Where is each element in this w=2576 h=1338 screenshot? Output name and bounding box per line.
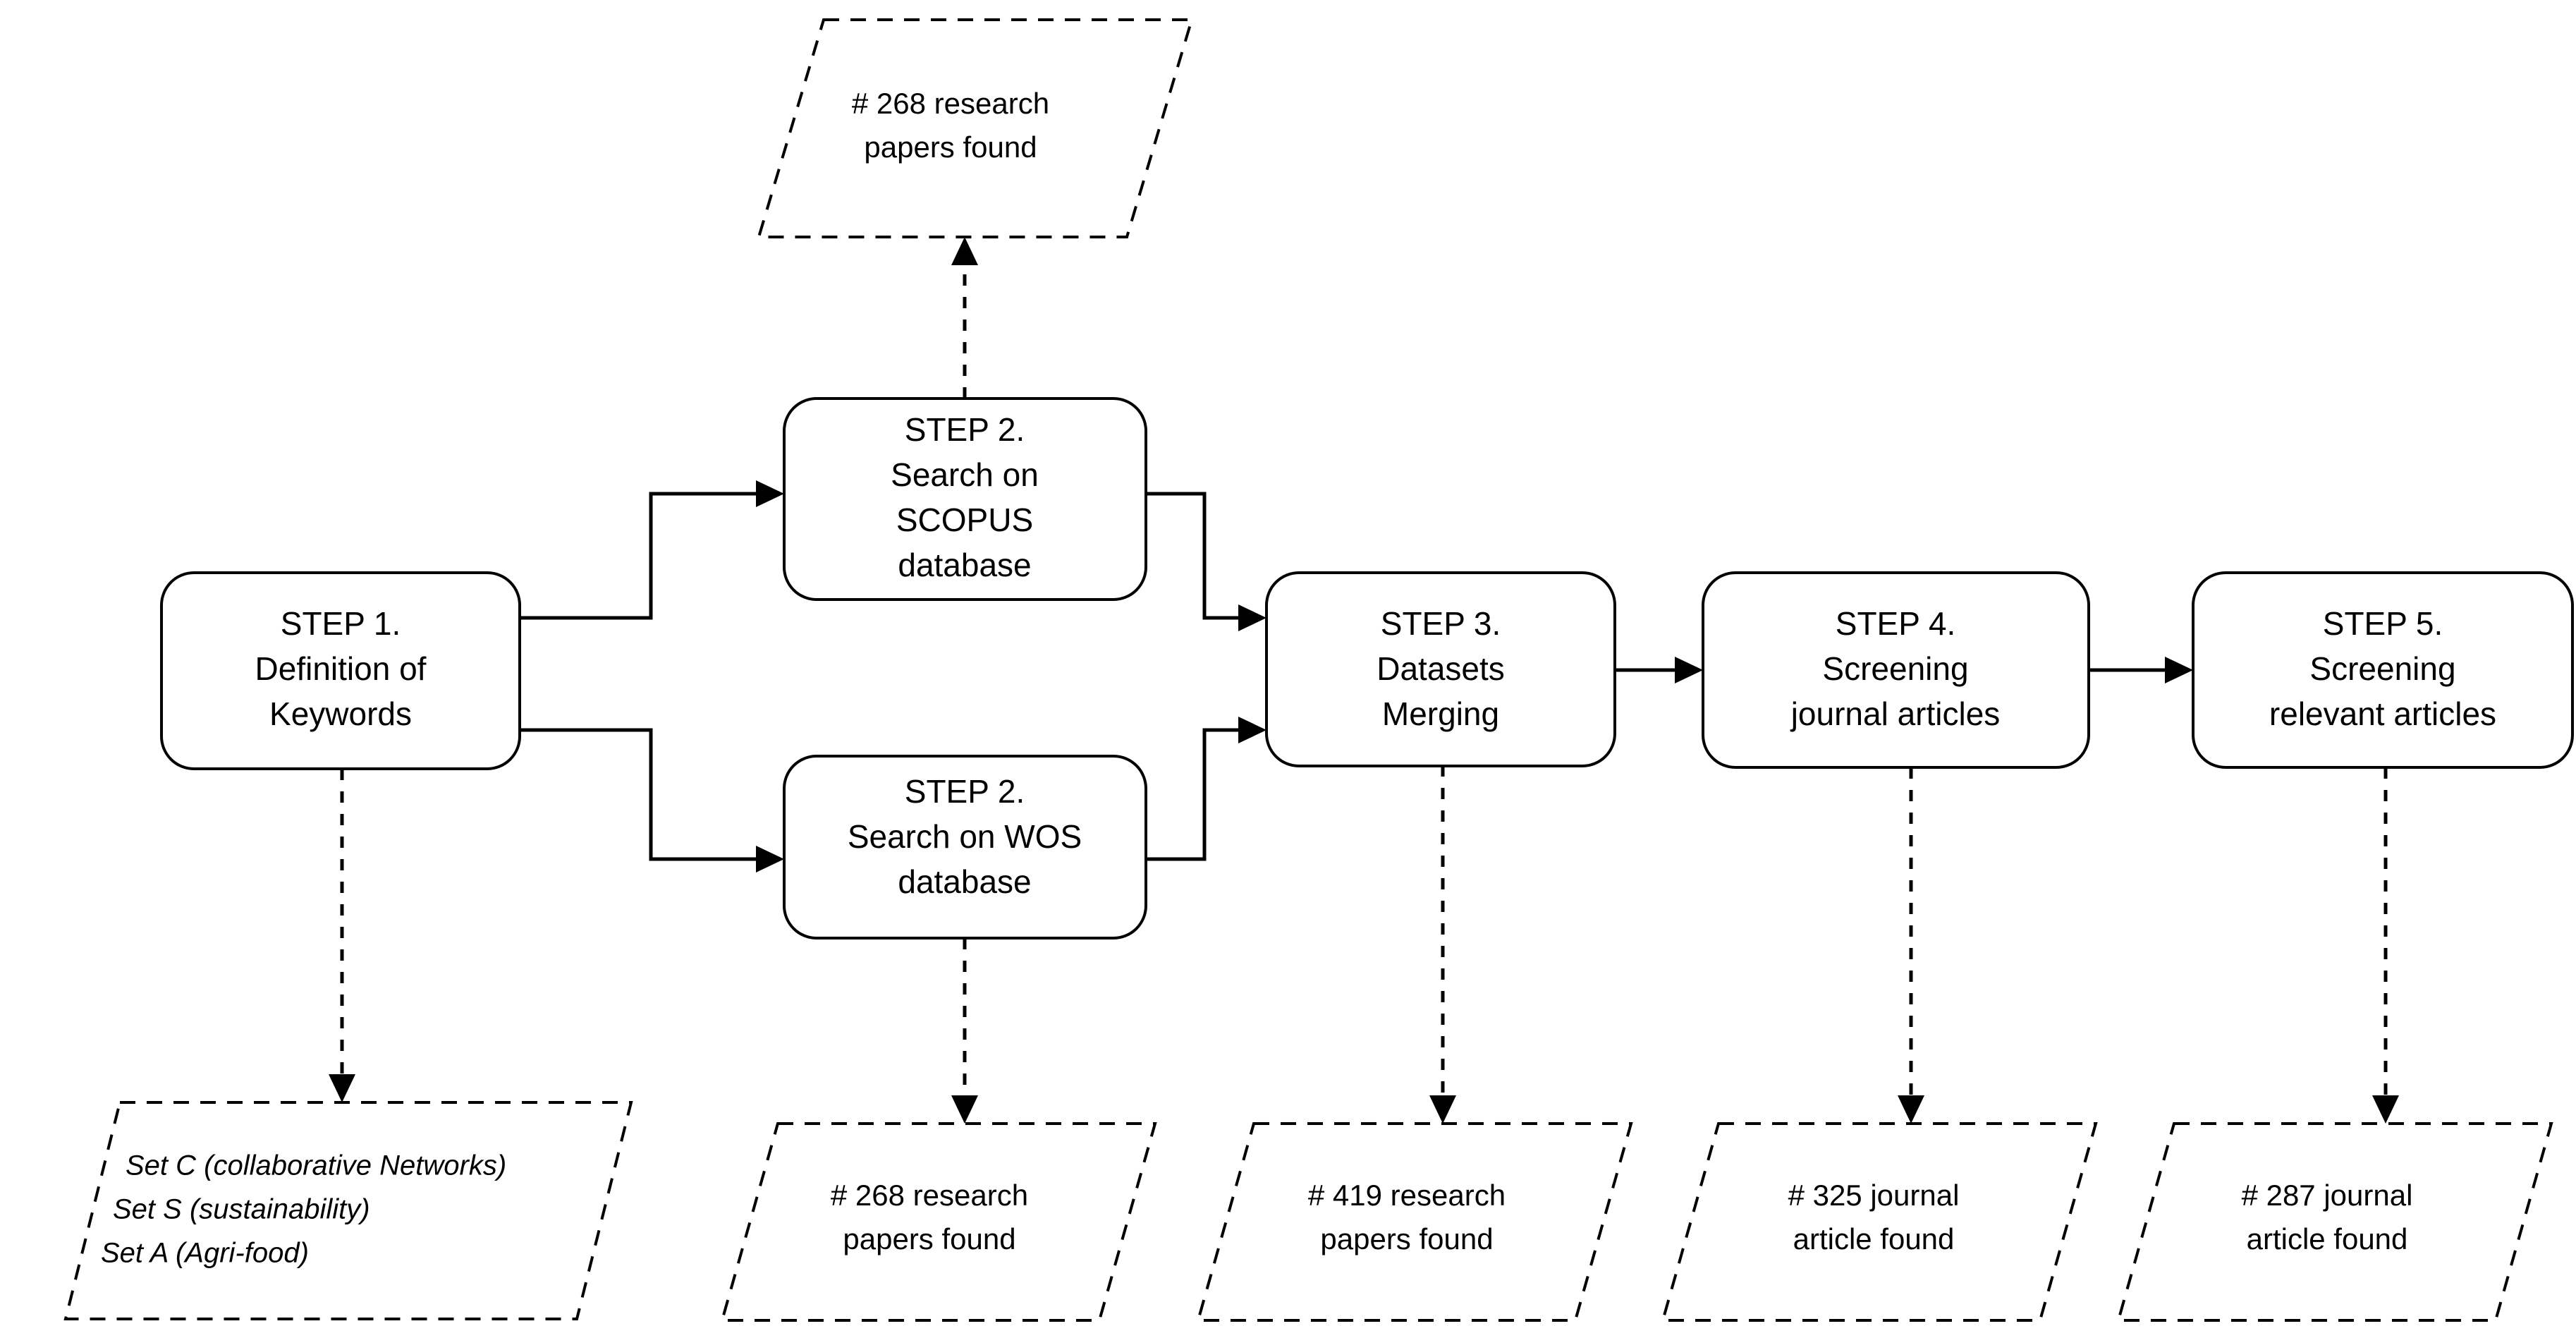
step2-scopus-line: database xyxy=(898,547,1031,583)
step2-scopus-line: Search on xyxy=(891,456,1039,493)
step2-wos-line: Search on WOS xyxy=(848,818,1082,855)
step2-scopus-line: SCOPUS xyxy=(896,501,1033,538)
data-node-scopus-output-top[interactable]: # 268 research papers found xyxy=(757,18,1194,238)
step1-line: Definition of xyxy=(255,650,427,687)
data-node-line: # 419 research xyxy=(1308,1179,1506,1212)
connector-step1-to-sets xyxy=(329,769,355,1102)
connector-wos-to-output xyxy=(951,938,978,1124)
process-step3[interactable]: STEP 3. Datasets Merging xyxy=(1265,571,1616,767)
step2-wos-line: database xyxy=(898,863,1031,900)
step4-line: journal articles xyxy=(1790,695,2001,732)
step1-line: Keywords xyxy=(269,695,412,732)
data-node-line: article found xyxy=(2247,1222,2408,1255)
step5-line: Screening xyxy=(2309,650,2455,687)
connector-step5-to-output xyxy=(2372,767,2399,1124)
step1-line: STEP 1. xyxy=(281,605,401,642)
process-step2-wos[interactable]: STEP 2. Search on WOS database xyxy=(783,755,1147,939)
step5-line: STEP 5. xyxy=(2323,605,2443,642)
data-node-line: # 325 journal xyxy=(1788,1179,1960,1212)
connector-step1-to-scopus xyxy=(520,480,784,620)
connector-step3-to-step4 xyxy=(1615,657,1703,683)
step4-line: STEP 4. xyxy=(1836,605,1955,642)
connector-scopus-to-step3 xyxy=(1146,492,1266,631)
data-node-line: # 287 journal xyxy=(2242,1179,2413,1212)
sets-line: Set S (sustainability) xyxy=(113,1194,370,1225)
connector-wos-to-step3 xyxy=(1146,717,1266,861)
data-node-line: # 268 research xyxy=(831,1179,1028,1212)
connector-step4-to-output xyxy=(1898,767,1924,1124)
process-step2-scopus[interactable]: STEP 2. Search on SCOPUS database xyxy=(783,397,1147,601)
step4-line: Screening xyxy=(1822,650,1968,687)
connector-step4-to-step5 xyxy=(2089,657,2193,683)
step3-line: Datasets xyxy=(1376,650,1505,687)
data-node-merged-output[interactable]: # 419 research papers found xyxy=(1196,1122,1633,1322)
step5-line: relevant articles xyxy=(2269,695,2496,732)
connector-scopus-to-output-top xyxy=(951,237,978,399)
data-node-line: article found xyxy=(1793,1222,1955,1255)
sets-line: Set C (collaborative Networks) xyxy=(126,1150,506,1181)
data-node-line: papers found xyxy=(1320,1222,1493,1255)
data-node-line: papers found xyxy=(843,1222,1015,1255)
process-step5[interactable]: STEP 5. Screening relevant articles xyxy=(2192,571,2574,769)
process-step4[interactable]: STEP 4. Screening journal articles xyxy=(1702,571,2090,769)
connector-step3-to-output xyxy=(1429,765,1456,1124)
data-node-wos-output[interactable]: # 268 research papers found xyxy=(720,1122,1157,1322)
data-node-line: papers found xyxy=(864,130,1037,164)
process-step1[interactable]: STEP 1. Definition of Keywords xyxy=(160,571,521,770)
sets-line: Set A (Agri-food) xyxy=(101,1238,309,1269)
step2-wos-line: STEP 2. xyxy=(905,773,1025,810)
step3-line: Merging xyxy=(1382,695,1499,732)
step3-line: STEP 3. xyxy=(1381,605,1501,642)
data-node-relevant-screened-output[interactable]: # 287 journal article found xyxy=(2116,1122,2553,1322)
data-node-journal-screened-output[interactable]: # 325 journal article found xyxy=(1661,1122,2098,1322)
data-node-line: # 268 research xyxy=(852,87,1049,120)
step2-scopus-line: STEP 2. xyxy=(905,411,1025,448)
connector-step1-to-wos xyxy=(520,728,784,872)
data-node-keywords-sets[interactable]: Set C (collaborative Networks) Set S (su… xyxy=(63,1101,633,1320)
